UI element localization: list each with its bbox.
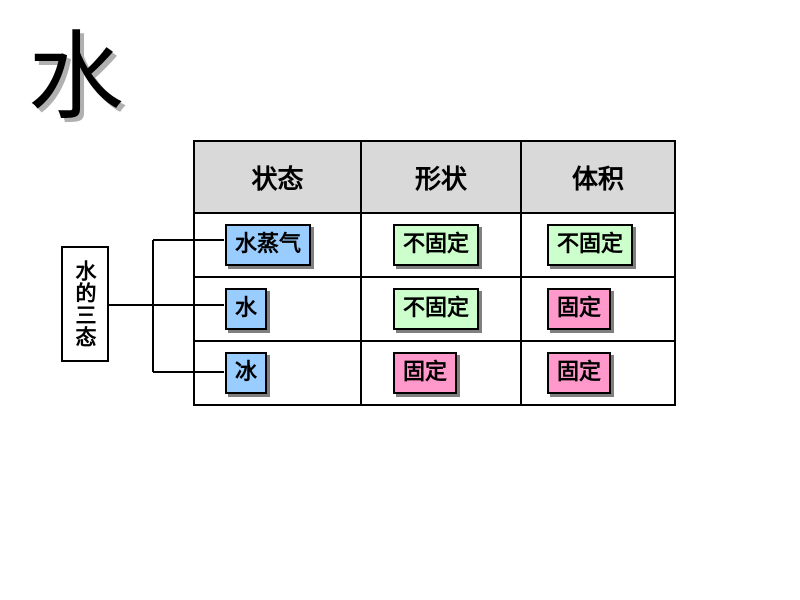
header-state: 状态 — [193, 140, 362, 214]
state-tag-ice: 冰 — [225, 352, 268, 394]
shape-tag: 不固定 — [393, 224, 480, 266]
states-table: 状态 形状 体积 水蒸气 不固定 不固定 水 不固定 固定 — [193, 140, 676, 406]
three-states-label: 水的三态 — [61, 246, 109, 362]
header-shape: 形状 — [360, 140, 522, 214]
volume-tag: 固定 — [547, 288, 612, 330]
volume-cell: 不固定 — [520, 212, 676, 278]
table-header-row: 状态 形状 体积 — [193, 140, 676, 214]
shape-cell: 不固定 — [360, 276, 522, 342]
shape-cell: 固定 — [360, 340, 522, 406]
volume-cell: 固定 — [520, 276, 676, 342]
shape-tag: 固定 — [393, 352, 458, 394]
shape-tag: 不固定 — [393, 288, 480, 330]
table-row: 冰 固定 固定 — [193, 340, 676, 406]
state-cell: 冰 — [193, 340, 362, 406]
volume-tag: 固定 — [547, 352, 612, 394]
volume-cell: 固定 — [520, 340, 676, 406]
state-tag-vapor: 水蒸气 — [225, 224, 312, 266]
shape-cell: 不固定 — [360, 212, 522, 278]
state-cell: 水 — [193, 276, 362, 342]
page-title: 水 — [28, 21, 124, 133]
state-tag-water: 水 — [225, 288, 268, 330]
header-volume: 体积 — [520, 140, 676, 214]
volume-tag: 不固定 — [547, 224, 634, 266]
table-row: 水蒸气 不固定 不固定 — [193, 212, 676, 278]
table-row: 水 不固定 固定 — [193, 276, 676, 342]
state-cell: 水蒸气 — [193, 212, 362, 278]
three-states-label-text: 水的三态 — [73, 260, 97, 348]
